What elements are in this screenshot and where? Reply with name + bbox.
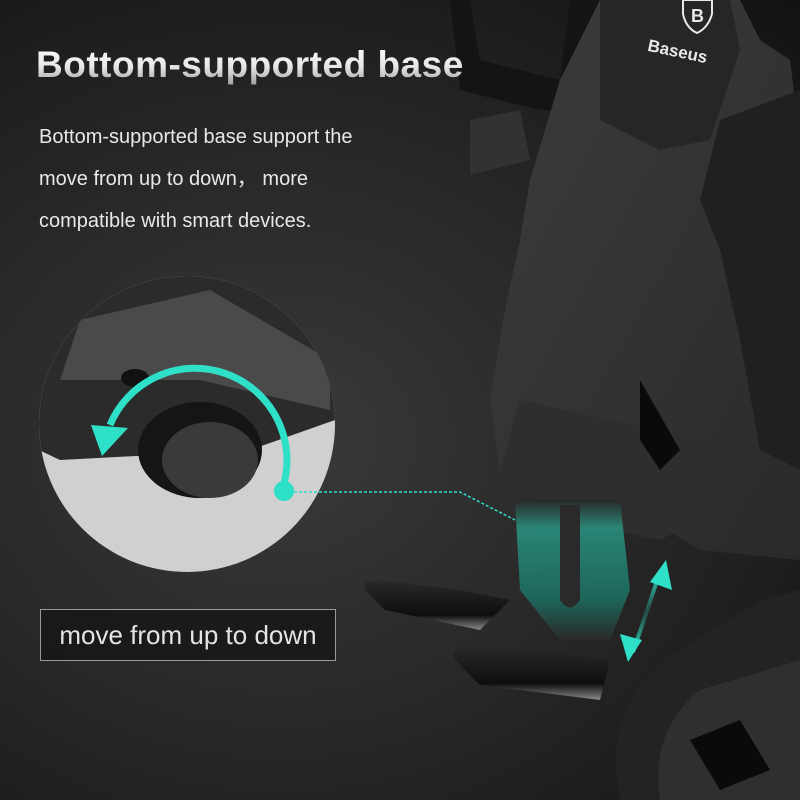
caption-label-box: move from up to down (40, 609, 336, 661)
description-line: compatible with smart devices. (39, 210, 312, 232)
up-down-arrow-icon (620, 560, 672, 662)
svg-text:B: B (691, 6, 704, 26)
page-title: Bottom-supported base (36, 44, 464, 85)
description-line: Bottom-supported base support the (39, 126, 353, 148)
description: Bottom-supported base support the move f… (39, 116, 459, 242)
description-line: move from up to down， more (39, 168, 308, 190)
rotate-arrow-icon (91, 364, 294, 501)
brand-shield-logo-icon: B (682, 0, 713, 35)
caption-text: move from up to down (59, 619, 317, 650)
